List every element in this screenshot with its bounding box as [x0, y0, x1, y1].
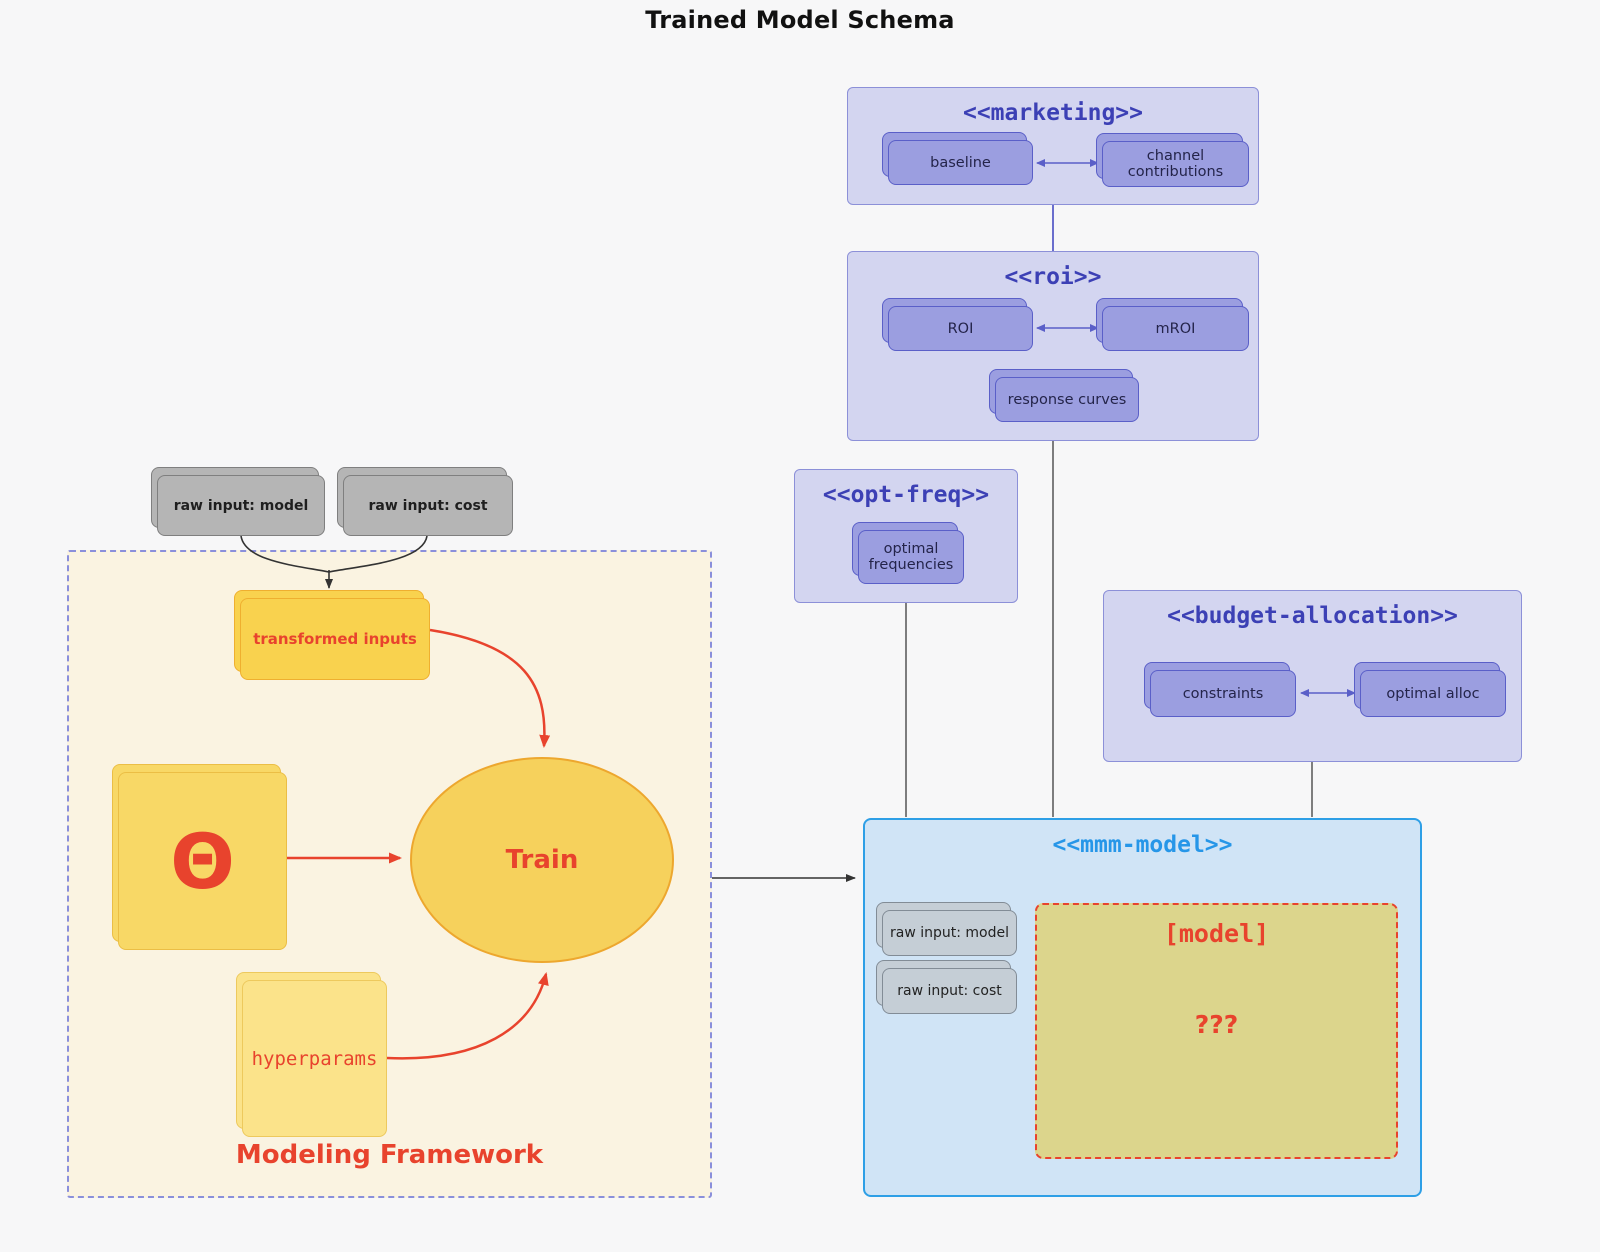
node-hyperparams: hyperparams — [236, 972, 387, 1137]
node-model-placeholder: [model] ??? — [1035, 903, 1398, 1159]
raw-input-model-label: raw input: model — [173, 497, 309, 514]
optimal-alloc-label: optimal alloc — [1386, 685, 1480, 702]
hyperparams-label: hyperparams — [251, 1047, 378, 1070]
node-response-curves: response curves — [989, 369, 1139, 422]
node-optimal-alloc: optimal alloc — [1354, 662, 1506, 717]
node-raw-input-cost: raw input: cost — [337, 467, 513, 536]
modeling-framework-label: Modeling Framework — [235, 1140, 544, 1170]
node-raw-input-model: raw input: model — [151, 467, 325, 536]
node-roi: ROI — [882, 298, 1033, 351]
node-theta: Θ — [112, 764, 287, 950]
node-constraints: constraints — [1144, 662, 1296, 717]
transformed-inputs-label: transformed inputs — [253, 630, 417, 648]
roi-label: ROI — [947, 320, 974, 337]
node-transformed-inputs: transformed inputs — [234, 590, 430, 680]
mmm-raw-input-cost-label: raw input: cost — [897, 983, 1002, 999]
baseline-label: baseline — [930, 154, 991, 171]
theta-label: Θ — [170, 816, 235, 906]
node-mroi: mROI — [1096, 298, 1249, 351]
roi-header: <<roi>> — [1004, 264, 1102, 290]
model-unknown-label: ??? — [1194, 1010, 1239, 1039]
mroi-label: mROI — [1155, 320, 1196, 337]
mmm-raw-input-model-label: raw input: model — [889, 925, 1009, 941]
channel-contributions-label: channel contributions — [1127, 148, 1224, 180]
node-mmm-raw-input-model: raw input: model — [876, 902, 1017, 956]
node-train: Train — [410, 757, 674, 963]
opt-freq-header: <<opt-freq>> — [822, 482, 990, 508]
constraints-label: constraints — [1182, 685, 1264, 702]
model-placeholder-label: [model] — [1163, 919, 1270, 948]
node-mmm-raw-input-cost: raw input: cost — [876, 960, 1017, 1014]
node-baseline: baseline — [882, 132, 1033, 185]
optimal-frequencies-label: optimal frequencies — [868, 541, 954, 573]
diagram-title: Trained Model Schema — [645, 6, 955, 34]
mmm-model-header: <<mmm-model>> — [1052, 832, 1233, 858]
response-curves-label: response curves — [1007, 391, 1127, 408]
marketing-header: <<marketing>> — [962, 100, 1143, 126]
node-optimal-frequencies: optimal frequencies — [852, 522, 964, 584]
raw-input-cost-label: raw input: cost — [368, 497, 488, 514]
train-label: Train — [505, 845, 579, 875]
budget-allocation-header: <<budget-allocation>> — [1167, 603, 1458, 629]
node-channel-contributions: channel contributions — [1096, 133, 1249, 187]
